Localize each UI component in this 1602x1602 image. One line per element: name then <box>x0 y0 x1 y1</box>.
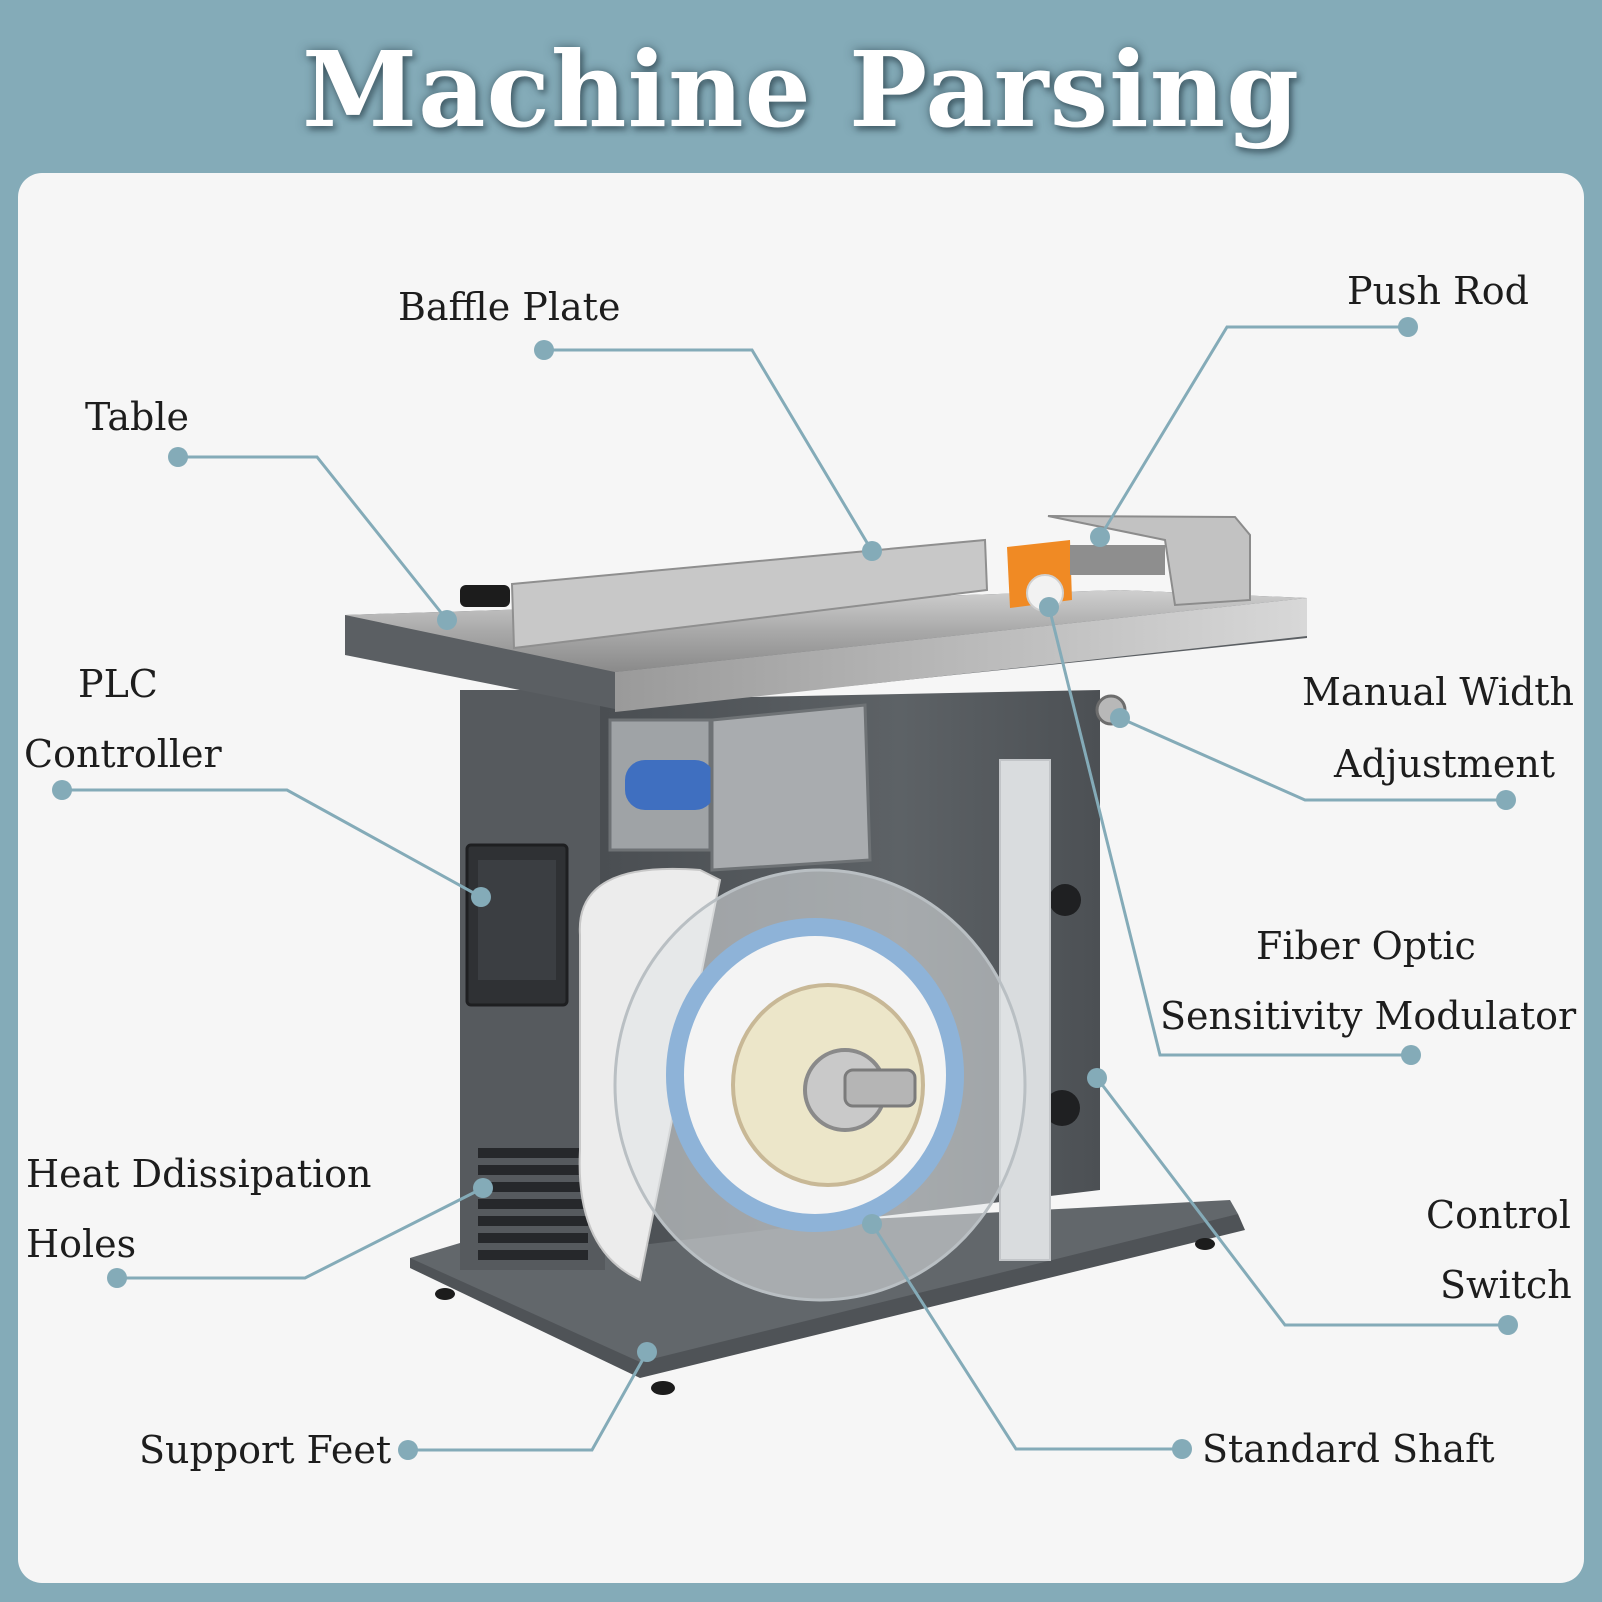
leader-dot <box>1110 708 1130 728</box>
support-foot <box>435 1288 455 1300</box>
label-manual-width-line1: Manual Width <box>1302 670 1575 714</box>
label-baffle-plate: Baffle Plate <box>398 285 621 329</box>
leader-dot <box>534 340 554 360</box>
push-rod <box>1047 515 1251 607</box>
control-switch <box>1044 1090 1080 1126</box>
leader-dot <box>1090 527 1110 547</box>
leader-standard-shaft <box>870 1223 1182 1451</box>
label-reel <box>613 868 1027 1302</box>
leader-manual-width <box>1119 716 1506 802</box>
control-knob <box>1049 884 1081 916</box>
leader-fiber-optic <box>1047 606 1411 1057</box>
leader-dot <box>398 1440 418 1460</box>
leader-heat-dissipation <box>117 1186 484 1280</box>
leader-dot <box>1496 790 1516 810</box>
leader-lines <box>62 325 1508 1452</box>
leader-dots <box>52 317 1518 1460</box>
leader-dot <box>168 447 188 467</box>
baffle-plate <box>510 538 989 650</box>
leader-support-feet <box>408 1351 649 1452</box>
support-foot <box>1195 1238 1215 1250</box>
page-title: Machine Parsing <box>302 28 1300 151</box>
leader-dot <box>437 610 457 630</box>
leader-dot <box>1087 1068 1107 1088</box>
leader-dot <box>1498 1315 1518 1335</box>
label-heat-line1: Heat Ddissipation <box>26 1152 372 1196</box>
leader-baffle-plate <box>544 348 874 552</box>
label-push-rod: Push Rod <box>1347 269 1529 313</box>
label-support-feet: Support Feet <box>139 1428 392 1472</box>
leader-table <box>178 455 449 621</box>
leader-push-rod <box>1098 325 1408 538</box>
label-fiber-optic-line2: Sensitivity Modulator <box>1160 994 1577 1038</box>
leader-dot <box>1039 597 1059 617</box>
leader-dot <box>1401 1045 1421 1065</box>
label-control-switch-line1: Control <box>1426 1193 1571 1237</box>
leader-dot <box>1172 1439 1192 1459</box>
label-manual-width-line2: Adjustment <box>1334 742 1556 786</box>
heat-dissipation-holes <box>478 1148 588 1260</box>
leader-dot <box>637 1342 657 1362</box>
leader-dot <box>473 1178 493 1198</box>
leader-dot <box>107 1268 127 1288</box>
label-heat-line2: Holes <box>26 1222 137 1266</box>
roller-bracket <box>608 703 872 872</box>
leader-dot <box>862 1214 882 1234</box>
leader-control-switch <box>1095 1077 1508 1327</box>
leader-plc-controller <box>62 788 482 899</box>
leader-dot <box>862 541 882 561</box>
table-top <box>345 515 1307 712</box>
label-plc-line2: Controller <box>24 732 222 776</box>
leader-dot <box>471 887 491 907</box>
leader-dot <box>52 780 72 800</box>
support-foot <box>651 1381 675 1395</box>
label-fiber-optic-line1: Fiber Optic <box>1256 924 1476 968</box>
label-control-switch-line2: Switch <box>1440 1263 1572 1307</box>
leader-dot <box>1398 317 1418 337</box>
label-plc-line1: PLC <box>78 662 158 706</box>
label-table: Table <box>85 395 190 439</box>
label-standard-shaft: Standard Shaft <box>1202 1427 1495 1471</box>
